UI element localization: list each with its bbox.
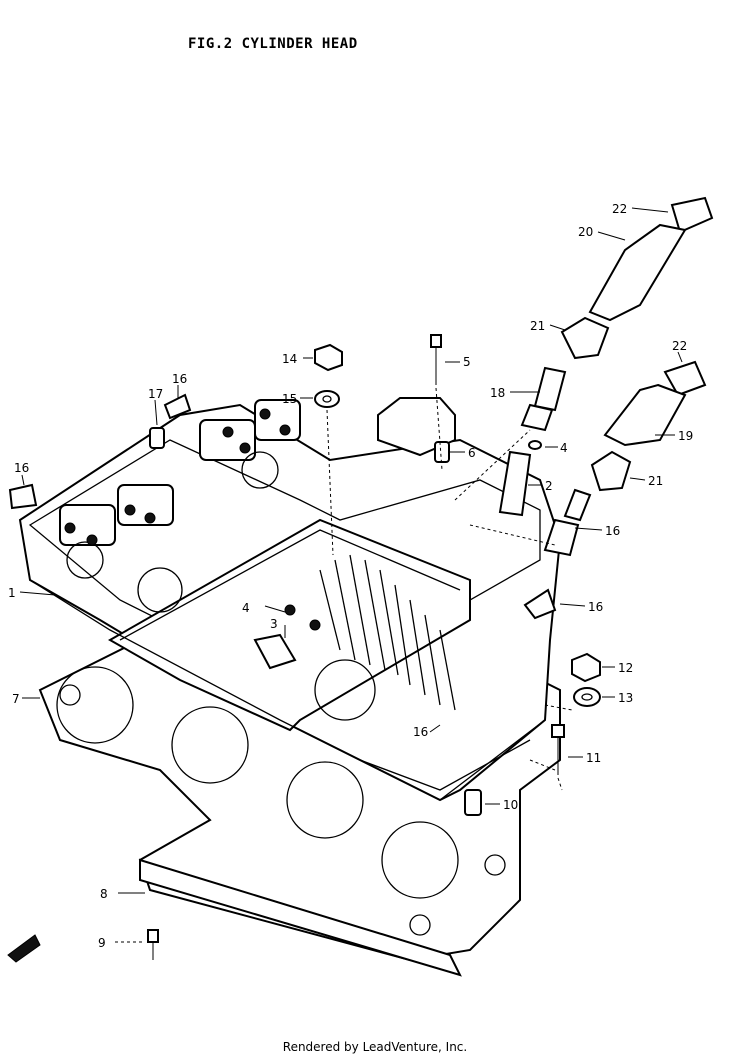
callout-15: 15	[282, 392, 297, 406]
part-dowel-6	[434, 441, 450, 463]
callout-10: 10	[503, 798, 518, 812]
part-cap-22a	[670, 196, 714, 234]
callout-22a: 22	[612, 202, 627, 216]
callout-12: 12	[618, 661, 633, 675]
callout-7: 7	[12, 692, 20, 706]
callout-14: 14	[282, 352, 297, 366]
callout-13: 13	[618, 691, 633, 705]
callout-20: 20	[578, 225, 593, 239]
callout-16e: 16	[413, 725, 428, 739]
part-dowel-17	[149, 427, 165, 449]
cylinder-head-body	[18, 399, 562, 802]
callout-labels: 22 20 21 14 5 18 4 22 15 17 16 6 2 19 16…	[8, 202, 693, 950]
callout-2: 2	[545, 479, 553, 493]
part-cam-cap	[377, 397, 456, 457]
front-arrow-icon	[7, 934, 41, 963]
callout-9: 9	[98, 936, 106, 950]
callout-6: 6	[468, 446, 476, 460]
part-bolt-11	[551, 724, 565, 775]
leader-lines	[19, 207, 683, 943]
callout-4a: 4	[560, 441, 568, 455]
callout-1: 1	[8, 586, 16, 600]
part-seal-21b	[590, 450, 632, 492]
callout-16d: 16	[588, 600, 603, 614]
callout-16b: 16	[14, 461, 29, 475]
part-bolt-3	[253, 633, 297, 670]
footer-credit: Rendered by LeadVenture, Inc.	[282, 1040, 468, 1054]
part-bolt-5	[430, 334, 442, 385]
callout-3: 3	[270, 617, 278, 631]
part-nut-12	[571, 652, 601, 683]
part-washer-15	[314, 390, 340, 408]
callout-5: 5	[463, 355, 471, 369]
callout-17: 17	[148, 387, 163, 401]
part-nut-14	[314, 343, 343, 372]
gasket-plate	[139, 858, 462, 977]
part-clip-4	[528, 440, 542, 450]
callout-16c: 16	[605, 524, 620, 538]
callout-16a: 16	[172, 372, 187, 386]
callout-11: 11	[586, 751, 601, 765]
callout-18: 18	[490, 386, 505, 400]
part-guide-2	[498, 450, 532, 517]
part-dowel-10	[464, 789, 482, 816]
cooling-fins	[319, 554, 456, 711]
part-spark-plug-16	[543, 488, 592, 557]
part-seal-21a	[560, 316, 610, 360]
callout-21b: 21	[648, 474, 663, 488]
callout-8: 8	[100, 887, 108, 901]
callout-19: 19	[678, 429, 693, 443]
part-washer-13	[573, 687, 601, 707]
part-cap-22b	[663, 360, 707, 397]
callout-21a: 21	[530, 319, 545, 333]
callout-22b: 22	[672, 339, 687, 353]
part-plug-16a	[163, 393, 192, 420]
callout-4b: 4	[242, 601, 250, 615]
part-boot-19	[603, 383, 687, 447]
part-spark-plug-18	[520, 366, 567, 432]
figure-title: FIG.2 CYLINDER HEAD	[188, 36, 358, 52]
part-bolt-9	[147, 929, 159, 960]
part-boot-20	[588, 223, 687, 322]
part-plug-16b	[8, 483, 38, 510]
part-plug-16c	[523, 588, 557, 620]
